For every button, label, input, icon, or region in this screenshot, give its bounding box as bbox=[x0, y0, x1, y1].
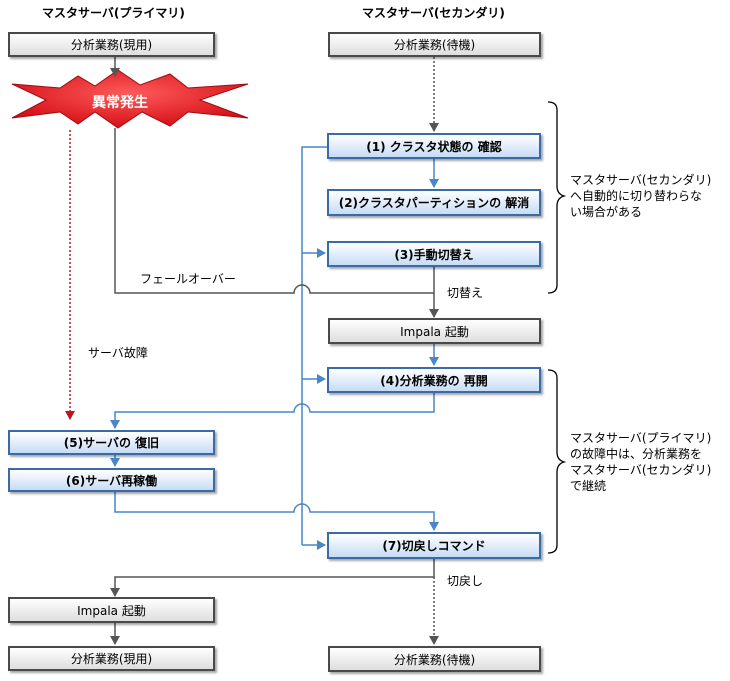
primary-business-active-top: 分析業務(現用) bbox=[8, 32, 215, 57]
failover-label: フェールオーバー bbox=[140, 272, 236, 286]
bus-step1 bbox=[301, 146, 327, 545]
anomaly-label: 異常発生 bbox=[92, 95, 148, 111]
header-primary: マスタサーバ(プライマリ) bbox=[42, 6, 185, 20]
step2-resolve-partition: (2)クラスタパーティションの 解消 bbox=[327, 189, 541, 216]
failover-line bbox=[114, 128, 434, 294]
step6-server-restart: (6)サーバ再稼働 bbox=[8, 468, 215, 492]
header-secondary: マスタサーバ(セカンダリ) bbox=[362, 6, 505, 20]
secondary-business-standby-bottom: 分析業務(待機) bbox=[328, 646, 541, 672]
step4-resume-business: (4)分析業務の 再開 bbox=[327, 367, 541, 393]
step3-manual-switch: (3)手動切替え bbox=[327, 241, 541, 267]
note-auto-switch-line: い場合がある bbox=[570, 205, 643, 219]
step5-server-recovery: (5)サーバの 復旧 bbox=[8, 430, 215, 455]
arrow-step4-step5 bbox=[110, 393, 435, 429]
switch-label: 切替え bbox=[447, 286, 484, 300]
note-continue-line: マスタサーバ(セカンダリ) bbox=[570, 463, 712, 477]
server-failure-label: サーバ故障 bbox=[88, 346, 148, 360]
note-continue-line: の故障中は、分析業務を bbox=[570, 447, 703, 461]
secondary-business-standby-top: 分析業務(待機) bbox=[328, 32, 541, 57]
switchback-label: 切戻し bbox=[447, 574, 484, 588]
note-auto-switch-line: マスタサーバ(セカンダリ) bbox=[570, 173, 712, 187]
arrow-step6-step7 bbox=[114, 492, 439, 531]
brace-continue bbox=[547, 369, 567, 554]
arrow-step7-impala-p bbox=[110, 559, 435, 597]
primary-business-active-bottom: 分析業務(現用) bbox=[8, 646, 215, 671]
step7-switchback-command: (7)切戻しコマンド bbox=[327, 532, 541, 559]
step1-check-cluster: (1) クラスタ状態の 確認 bbox=[327, 133, 541, 159]
brace-auto-switch bbox=[547, 101, 567, 294]
impala-start-secondary: Impala 起動 bbox=[328, 318, 541, 344]
note-auto-switch-line: へ自動的に切り替わらな bbox=[570, 189, 703, 203]
impala-start-primary: Impala 起動 bbox=[8, 597, 215, 623]
note-continue-line: マスタサーバ(プライマリ) bbox=[570, 431, 712, 445]
anomaly-burst bbox=[11, 69, 249, 129]
note-auto-switch: マスタサーバ(セカンダリ) へ自動的に切り替わらな い場合がある bbox=[570, 172, 711, 220]
note-continue-line: で継続 bbox=[570, 479, 607, 493]
note-continue: マスタサーバ(プライマリ) の故障中は、分析業務を マスタサーバ(セカンダリ) … bbox=[570, 430, 711, 494]
